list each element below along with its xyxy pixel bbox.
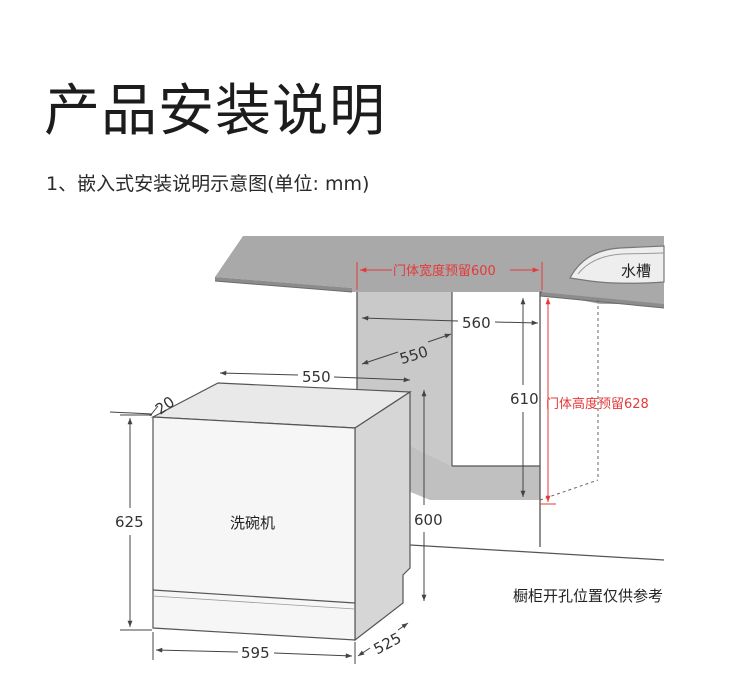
machine-height-label: 625 [115,513,144,531]
cabinet-height-label: 610 [510,390,539,408]
machine-side-height-dimension: 600 [414,390,443,601]
door-height-label: 门体高度预留628 [546,396,649,412]
cabinet-width-label: 560 [462,314,491,332]
machine-depth-top-dimension: 550 [219,368,411,386]
sink: 水槽 [569,245,665,284]
cabinet-width-dimension: 560 [361,314,539,332]
diagram-caption: 1、嵌入式安装说明示意图(单位: mm) [46,173,370,195]
machine-width-label: 595 [241,644,270,662]
sink-label: 水槽 [621,262,651,280]
countertop [214,236,665,309]
machine-width-dimension: 595 [152,632,356,664]
reference-note: 橱柜开孔位置仅供参考 [513,587,663,605]
dishwasher-label: 洗碗机 [230,514,275,532]
cabinet-height-dimension: 610 [510,298,539,497]
door-width-label: 门体宽度预留600 [393,263,496,279]
machine-height-dimension: 625 [115,414,152,631]
dishwasher: 洗碗机 [150,382,412,642]
machine-depth-bottom-label: 525 [371,629,405,658]
machine-depth-top-label: 550 [302,368,331,386]
door-height-dimension: 门体高度预留628 [540,298,649,505]
machine-side-height-label: 600 [414,511,443,529]
page-title: 产品安装说明 [44,79,386,144]
door-width-dimension: 门体宽度预留600 [356,262,543,290]
